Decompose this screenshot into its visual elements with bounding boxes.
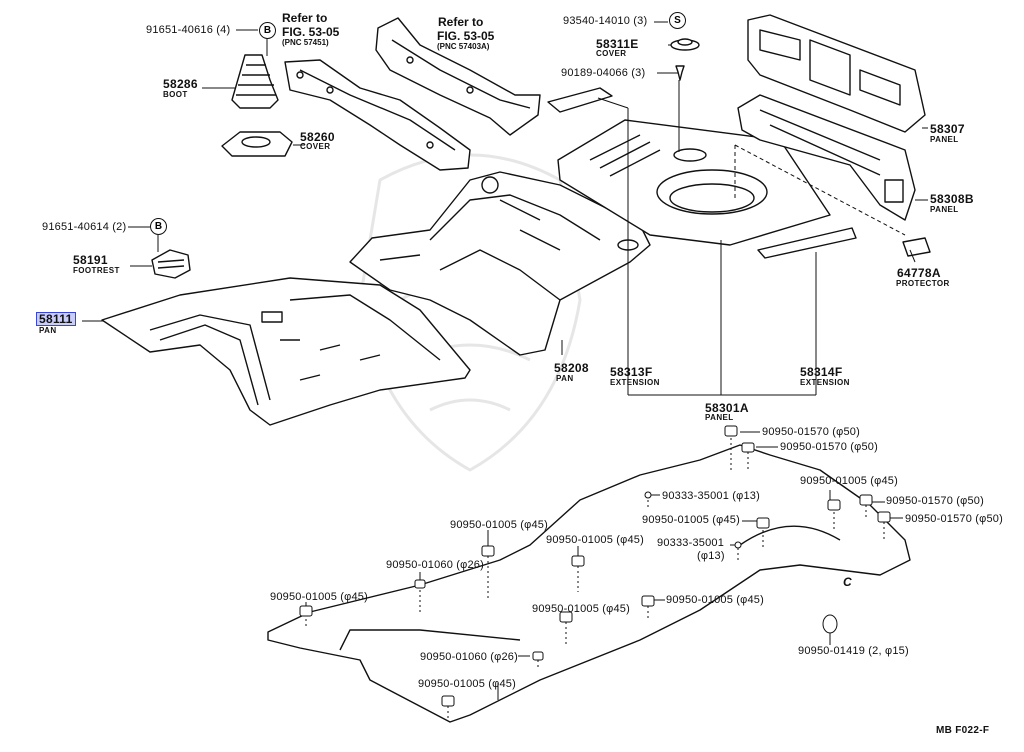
label-93540-14010: 93540-14010 (3) — [563, 15, 648, 27]
label-plug-l: 90950-01005 (φ45) — [270, 591, 368, 603]
extension-left-part — [547, 87, 613, 113]
refer-to-label-2: Refer to — [438, 15, 484, 29]
label-pan-2: PAN — [556, 374, 574, 383]
plug-markers — [299, 425, 891, 720]
diagram-code: MB F022-F — [936, 725, 990, 736]
cross-member-right — [375, 17, 541, 136]
label-plug-j2: (φ13) — [697, 550, 725, 562]
label-58208: 58208 — [554, 361, 589, 375]
circle-b-marker: B — [259, 22, 276, 39]
label-boot: BOOT — [163, 90, 188, 99]
boot-part — [231, 54, 279, 109]
label-plug-i: 90950-01005 (φ45) — [546, 534, 644, 546]
label-plug-o: 90950-01060 (φ26) — [420, 651, 518, 663]
label-plug-b: 90950-01570 (φ50) — [780, 441, 878, 453]
rear-floor-panel-part — [557, 119, 831, 246]
circle-b-marker-2: B — [150, 218, 167, 235]
label-64778a: 64778A — [897, 266, 941, 280]
cross-member-left — [284, 59, 471, 171]
label-plug-d: 90950-01570 (φ50) — [886, 495, 984, 507]
screw-icon — [675, 65, 685, 81]
front-pan-part — [101, 277, 471, 426]
label-pan-1: PAN — [39, 326, 57, 335]
fig-ref-label-1: FIG. 53-05 — [282, 25, 340, 39]
label-plug-a: 90950-01570 (φ50) — [762, 426, 860, 438]
label-58314f: 58314F — [800, 365, 843, 379]
label-58308b: 58308B — [930, 192, 974, 206]
label-extension-1: EXTENSION — [610, 378, 660, 387]
refer-to-label-1: Refer to — [282, 11, 328, 25]
label-plug-n: 90950-01005 (φ45) — [666, 594, 764, 606]
lower-back-panel-part — [737, 94, 916, 221]
label-58313f: 58313F — [610, 365, 653, 379]
label-58301a: 58301A — [705, 401, 749, 415]
label-plug-g: 90950-01005 (φ45) — [642, 514, 740, 526]
label-cover-2: COVER — [596, 49, 627, 58]
label-58307: 58307 — [930, 122, 965, 136]
label-panel-3: PANEL — [705, 413, 734, 422]
label-plug-m: 90950-01005 (φ45) — [532, 603, 630, 615]
label-plug-h: 90950-01005 (φ45) — [450, 519, 548, 531]
label-plug-k: 90950-01060 (φ26) — [386, 559, 484, 571]
label-90189-04066: 90189-04066 (3) — [561, 67, 646, 79]
label-91651-40616: 91651-40616 (4) — [146, 24, 231, 36]
label-c-marker: C — [843, 575, 852, 589]
label-plug-c: 90950-01005 (φ45) — [800, 475, 898, 487]
label-extension-2: EXTENSION — [800, 378, 850, 387]
pnc-label-1: (PNC 57451) — [282, 38, 329, 47]
label-plug-e: 90950-01570 (φ50) — [905, 513, 1003, 525]
protector-part — [902, 237, 931, 257]
label-58191: 58191 — [73, 253, 108, 267]
cover-58311e-part — [670, 38, 700, 51]
extension-right-part — [757, 227, 857, 259]
footrest-part — [151, 249, 191, 279]
upper-back-panel-part — [747, 14, 926, 133]
label-plug-j1: 90333-35001 — [657, 537, 725, 549]
label-58311e: 58311E — [596, 37, 639, 51]
label-panel-1: PANEL — [930, 135, 959, 144]
label-plug-p: 90950-01005 (φ45) — [418, 678, 516, 690]
label-protector: PROTECTOR — [896, 279, 950, 288]
fig-ref-label-2: FIG. 53-05 — [437, 29, 495, 43]
center-pan-part — [349, 171, 651, 356]
label-panel-2: PANEL — [930, 205, 959, 214]
label-plug-q: 90950-01419 (2, φ15) — [798, 645, 909, 657]
label-cover-1: COVER — [300, 142, 331, 151]
cover-part — [221, 131, 293, 157]
circle-s-marker: S — [669, 12, 686, 29]
label-plug-f: 90333-35001 (φ13) — [662, 490, 760, 502]
label-footrest: FOOTREST — [73, 266, 120, 275]
label-58111-highlighted[interactable]: 58111 — [36, 312, 76, 326]
label-58286: 58286 — [163, 77, 198, 91]
label-91651-40614: 91651-40614 (2) — [42, 221, 127, 233]
floor-underside-outline — [267, 444, 911, 723]
label-58260: 58260 — [300, 130, 335, 144]
pnc-label-2: (PNC 57403A) — [437, 42, 490, 51]
